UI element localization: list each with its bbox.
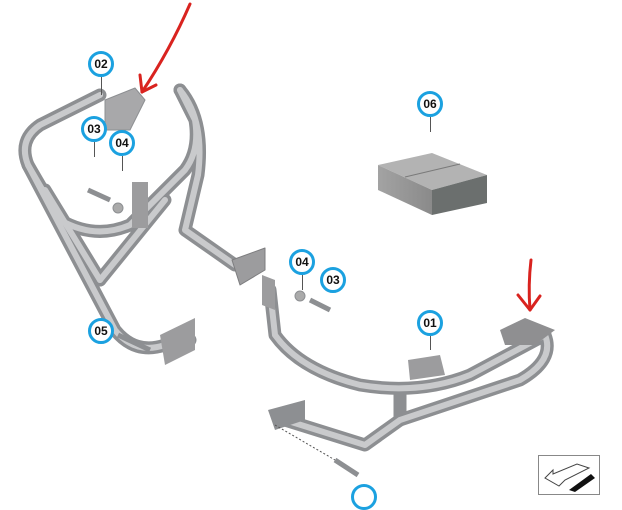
callout-03[interactable]: 03 bbox=[81, 116, 107, 142]
right-crash-bar bbox=[262, 275, 555, 452]
callout-partial[interactable] bbox=[351, 484, 377, 510]
parts-diagram bbox=[18, 2, 555, 478]
callout-04[interactable]: 04 bbox=[289, 249, 315, 275]
callout-05[interactable]: 05 bbox=[88, 318, 114, 344]
leader-line bbox=[430, 117, 431, 132]
accessory-box bbox=[378, 153, 487, 215]
callout-01[interactable]: 01 bbox=[417, 310, 443, 336]
leader-line bbox=[430, 336, 431, 350]
callout-04[interactable]: 04 bbox=[109, 130, 135, 156]
red-annotation-arrows bbox=[138, 2, 542, 312]
leader-line bbox=[302, 275, 303, 290]
callout-02[interactable]: 02 bbox=[88, 51, 114, 77]
leader-line bbox=[122, 156, 123, 171]
callout-03[interactable]: 03 bbox=[320, 267, 346, 293]
navigate-back-icon[interactable] bbox=[538, 455, 600, 495]
leader-line bbox=[101, 77, 102, 95]
callout-06[interactable]: 06 bbox=[417, 91, 443, 117]
left-crash-bar bbox=[18, 83, 266, 365]
fasteners bbox=[86, 187, 360, 478]
leader-line bbox=[94, 142, 95, 157]
